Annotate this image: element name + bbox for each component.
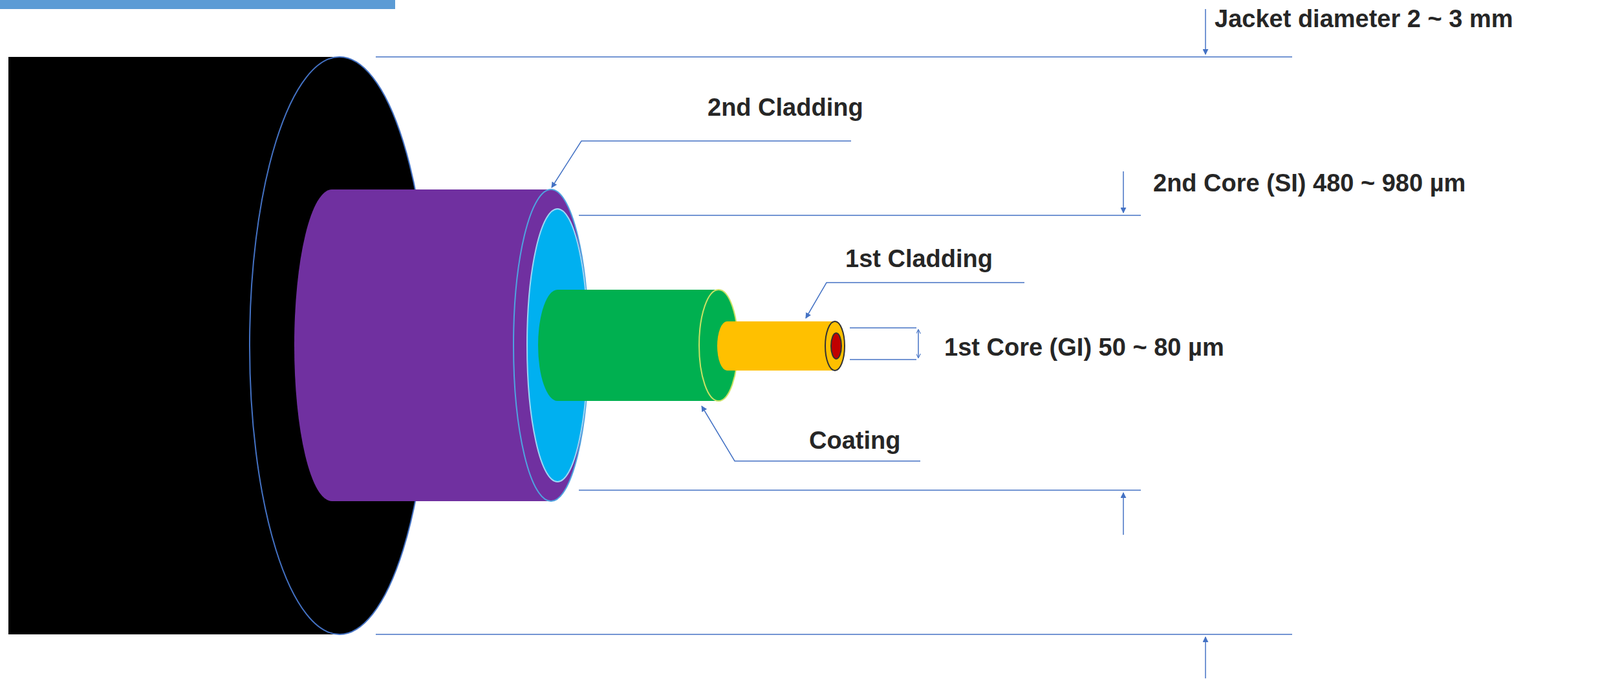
part-label: 1st Cladding [845,245,993,274]
leader-lines [551,140,1025,462]
part-label: 1st Core (GI) 50 ~ 80 µm [944,333,1225,363]
jacket-dimension [375,9,1293,679]
first-cladding-face [825,321,845,371]
first-core-face [831,333,842,359]
title-bar [0,0,396,10]
first-core-dimension [849,327,919,360]
part-label: Jacket diameter 2 ~ 3 mm [1214,5,1514,34]
part-label: 2nd Core (SI) 480 ~ 980 µm [1153,169,1466,198]
part-label: Coating [809,426,901,456]
first-cladding-body [717,321,845,371]
coating-body [538,289,738,401]
part-label: 2nd Cladding [707,93,864,123]
